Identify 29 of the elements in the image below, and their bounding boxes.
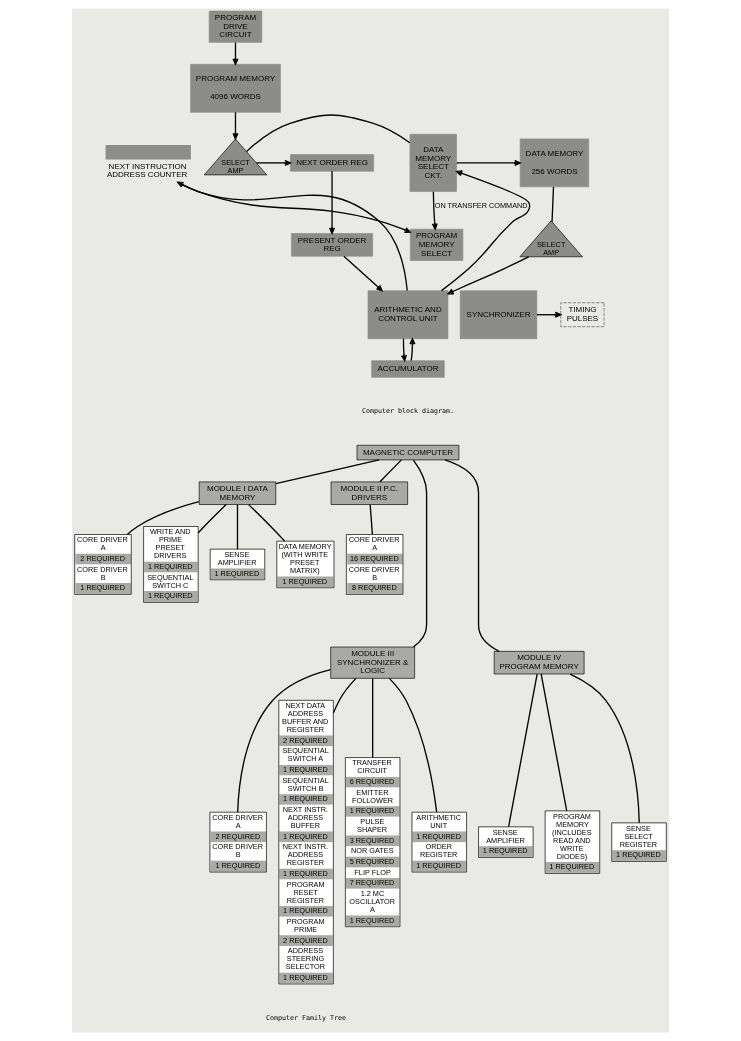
connector <box>412 459 428 648</box>
connector <box>197 503 227 534</box>
arrow <box>255 159 292 166</box>
arrow <box>343 255 383 292</box>
connector <box>236 504 239 550</box>
arrow <box>431 191 438 230</box>
arrow <box>232 111 239 140</box>
arrow <box>177 181 408 292</box>
connector <box>507 673 538 828</box>
connector <box>372 677 374 759</box>
connector <box>245 114 411 153</box>
connector <box>126 500 200 536</box>
arrow <box>329 170 336 234</box>
arrow <box>536 311 562 318</box>
connector <box>275 459 380 485</box>
arrow <box>177 181 411 233</box>
node-box <box>105 144 191 160</box>
connector <box>369 504 374 535</box>
connector <box>551 186 555 223</box>
connector <box>444 459 500 652</box>
arrow <box>456 159 521 166</box>
connector <box>540 673 568 812</box>
connector <box>379 459 403 483</box>
connector <box>569 673 640 824</box>
arrow <box>409 338 416 362</box>
connector <box>248 503 286 542</box>
edge-label: ON TRANSFER COMMAND <box>434 201 528 211</box>
connector <box>332 677 357 714</box>
connector <box>388 677 438 813</box>
